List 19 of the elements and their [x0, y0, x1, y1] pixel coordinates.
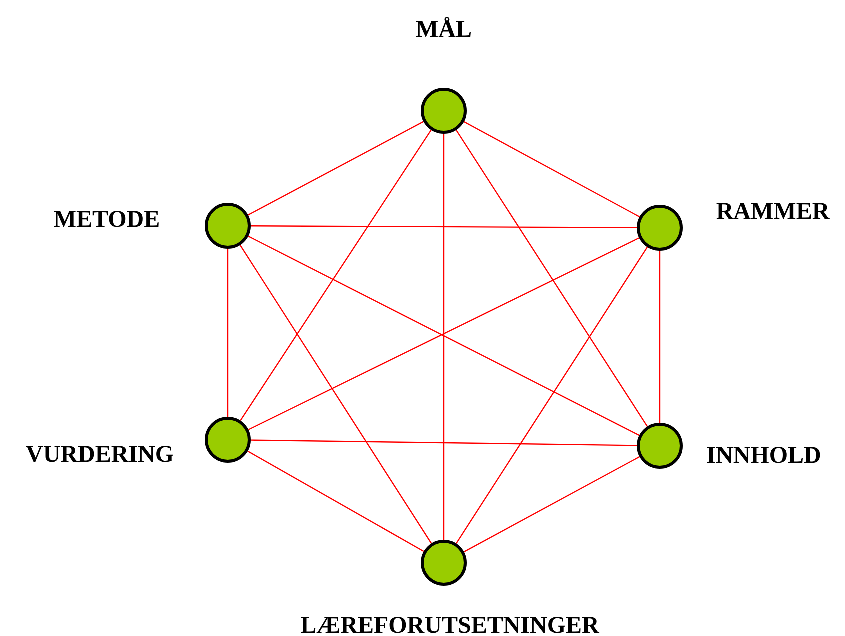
connector-line — [227, 249, 229, 417]
connector-line — [251, 440, 637, 446]
connector-line — [456, 130, 648, 427]
node-label: MÅL — [416, 18, 472, 42]
connector-line — [248, 121, 424, 216]
connector-line — [464, 456, 640, 553]
connector-line — [248, 450, 424, 552]
node-label: VURDERING — [26, 443, 174, 467]
connector-line — [240, 245, 432, 544]
node-label: INNHOLD — [706, 444, 822, 468]
node-label: RAMMER — [716, 200, 830, 224]
node-label: METODE — [54, 208, 160, 232]
connector-line — [443, 134, 445, 540]
connector-line — [240, 130, 432, 422]
connector-line — [659, 251, 661, 423]
node-label: LÆREFORUTSETNINGER — [300, 614, 600, 636]
connector-line — [456, 247, 648, 544]
connector-line — [464, 121, 640, 218]
connector-line — [251, 226, 637, 228]
